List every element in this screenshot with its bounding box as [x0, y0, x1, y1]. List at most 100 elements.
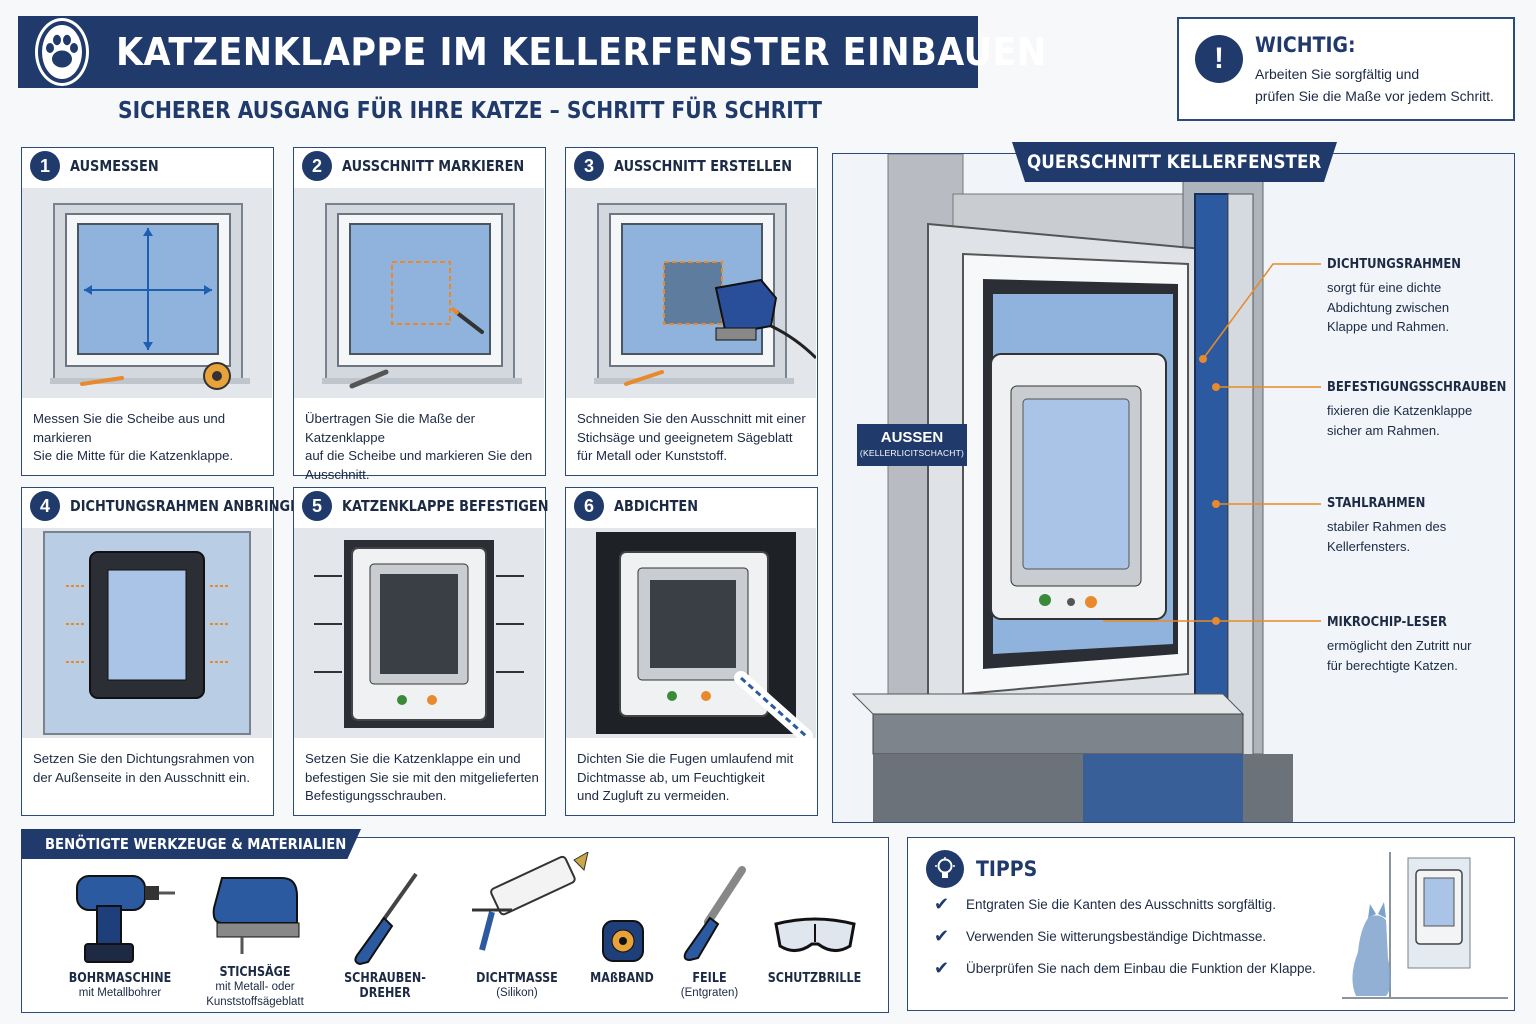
callout-line: fixieren die Katzenklappe — [1327, 403, 1473, 418]
checkmark-icon: ✔ — [934, 926, 950, 946]
callout-line: sicher am Rahmen. — [1327, 422, 1440, 438]
step-number: 2 — [302, 151, 332, 181]
step-title: DICHTUNGSRAHMEN ANBRINGEN — [70, 497, 310, 515]
step-text-line: Übertragen Sie die Maße der Katzenklappe — [305, 411, 476, 445]
cross-section-title: QUERSCHNITT KELLERFENSTER — [1012, 142, 1337, 182]
page-subtitle: SICHERER AUSGANG FÜR IHRE KATZE – SCHRIT… — [118, 98, 822, 124]
exclamation-icon: ! — [1195, 35, 1243, 83]
step-number: 1 — [30, 151, 60, 181]
checkmark-icon: ✔ — [934, 958, 950, 978]
seal-frame-illustration — [22, 528, 272, 738]
tool-sub: mit Metallbohrer — [78, 987, 162, 999]
step-3-card: 3 AUSSCHNITT ERSTELLEN Schneiden Sie den… — [565, 147, 818, 476]
callout-steel-frame: STAHLRAHMEN stabiler Rahmen des Kellerfe… — [1327, 495, 1512, 556]
outside-label-sub: (KELLERLICITSCHACHT) — [859, 448, 965, 458]
callout-screws: BEFESTIGUNGSSCHRAUBEN fixieren die Katze… — [1327, 379, 1512, 440]
tip-text: Entgraten Sie die Kanten des Ausschnitts… — [966, 897, 1276, 912]
step-title: ABDICHTEN — [614, 497, 698, 515]
step-text-line: und Zugluft zu vermeiden. — [577, 788, 730, 803]
tool-jigsaw: STICHSÄGE mit Metall- oder Kunststoffsäg… — [190, 965, 320, 1010]
safety-glasses-icon — [774, 917, 856, 952]
step-text-line: Ausschnitt. — [305, 466, 370, 482]
step-text-line: Dichten Sie die Fugen umlaufend mit — [577, 751, 794, 766]
tip-item: ✔ Entgraten Sie die Kanten des Ausschnit… — [934, 894, 1276, 915]
step-text-line: auf die Scheibe und markieren Sie den — [305, 448, 533, 463]
important-title: WICHTIG: — [1255, 33, 1356, 57]
lightbulb-icon — [926, 850, 964, 888]
tool-name: DREHER — [359, 986, 411, 1001]
paw-icon — [38, 21, 86, 83]
tool-tape-measure: MAßBAND — [582, 971, 662, 986]
screwdriver-icon — [354, 872, 418, 965]
tool-file: FEILE (Entgraten) — [662, 971, 757, 1001]
tool-sealant: DICHTMASSE (Silikon) — [462, 971, 572, 1001]
measure-illustration — [22, 188, 272, 398]
tool-safety-glasses: SCHUTZBRILLE — [757, 971, 872, 986]
callout-line: Klappe und Rahmen. — [1327, 319, 1450, 334]
tip-item: ✔ Verwenden Sie witterungsbeständige Dic… — [934, 926, 1266, 947]
tool-sub: (Silikon) — [496, 987, 538, 999]
step-title: AUSSCHNITT MARKIEREN — [342, 157, 525, 175]
cross-section-title-text: QUERSCHNITT KELLERFENSTER — [1027, 151, 1322, 173]
tool-name: SCHUTZBRILLE — [767, 971, 862, 986]
callout-microchip: MIKROCHIP-LESER ermöglicht den Zutritt n… — [1327, 614, 1512, 675]
callout-line: ermöglicht den Zutritt nur — [1327, 638, 1472, 653]
step-title: AUSSCHNITT ERSTELLEN — [614, 157, 793, 175]
tape-measure-icon — [602, 920, 644, 962]
step-text-line: befestigen Sie sie mit den mitgelieferte… — [305, 769, 539, 785]
title-bar: KATZENKLAPPE IM KELLERFENSTER EINBAUEN — [18, 16, 1046, 88]
step-title: AUSMESSEN — [70, 157, 159, 175]
tools-title: BENÖTIGTE WERKZEUGE & MATERIALIEN — [21, 829, 361, 859]
jigsaw-icon — [212, 877, 300, 954]
tool-name: STICHSÄGE — [219, 965, 291, 980]
step-number: 6 — [574, 491, 604, 521]
callout-line: Kellerfensters. — [1327, 538, 1411, 554]
cross-section-illustration — [833, 154, 1514, 822]
step-text-line: Schneiden Sie den Ausschnitt mit einer — [577, 411, 806, 426]
step-number: 4 — [30, 491, 60, 521]
tool-name: FEILE — [692, 971, 727, 986]
outside-label-title: AUSSEN — [880, 429, 944, 446]
step-text-line: der Außenseite in den Ausschnitt ein. — [33, 769, 250, 785]
step-6-card: 6 ABDICHTEN Dichten Sie die Fugen umlauf… — [565, 487, 818, 816]
important-line: prüfen Sie die Maße vor jedem Schritt. — [1255, 88, 1494, 104]
callout-title: BEFESTIGUNGSSCHRAUBEN — [1327, 379, 1507, 395]
callout-line: für berechtigte Katzen. — [1327, 657, 1458, 673]
step-1-card: 1 AUSMESSEN Messen Sie die Scheibe aus u… — [21, 147, 274, 476]
tool-name: MAßBAND — [590, 971, 654, 986]
tip-item: ✔ Überprüfen Sie nach dem Einbau die Fun… — [934, 958, 1316, 979]
tool-name: BOHRMASCHINE — [68, 971, 172, 986]
callout-title: DICHTUNGSRAHMEN — [1327, 256, 1461, 272]
step-text-line: Setzen Sie die Katzenklappe ein und — [305, 751, 521, 766]
callout-line: stabiler Rahmen des — [1327, 519, 1447, 534]
outside-label: AUSSEN (KELLERLICITSCHACHT) — [857, 424, 967, 466]
tool-name: SCHRAUBEN- — [344, 971, 426, 986]
step-text-line: Messen Sie die Scheibe aus und markieren — [33, 411, 226, 445]
tool-drill: BOHRMASCHINE mit Metallbohrer — [50, 971, 190, 1001]
tool-sub: (Entgraten) — [680, 987, 739, 999]
callout-seal-frame: DICHTUNGSRAHMEN sorgt für eine dichte Ab… — [1327, 256, 1512, 337]
important-note: ! WICHTIG: Arbeiten Sie sorgfältig und p… — [1177, 17, 1515, 121]
step-text-line: Dichtmasse ab, um Feuchtigkeit — [577, 769, 765, 785]
tools-title-text: BENÖTIGTE WERKZEUGE & MATERIALIEN — [45, 835, 347, 853]
drill-icon — [76, 875, 175, 963]
step-text-line: Setzen Sie den Dichtungsrahmen von — [33, 751, 255, 766]
tools-panel: BOHRMASCHINE mit Metallbohrer STICHSÄGE … — [21, 837, 889, 1013]
callout-title: MIKROCHIP-LESER — [1327, 614, 1447, 630]
important-line: Arbeiten Sie sorgfältig und — [1255, 66, 1420, 82]
tool-name: DICHTMASSE — [476, 971, 558, 986]
step-text-line: Stichsäge und geeignetem Sägeblatt — [577, 429, 793, 445]
tip-text: Überprüfen Sie nach dem Einbau die Funkt… — [966, 961, 1316, 976]
cross-section-panel — [832, 153, 1515, 823]
checkmark-icon: ✔ — [934, 894, 950, 914]
step-number: 5 — [302, 491, 332, 521]
tool-sub: mit Metall- oder Kunststoffsägeblatt — [206, 981, 304, 1008]
step-text-line: für Metall oder Kunststoff. — [577, 448, 728, 463]
caulk-gun-icon — [472, 852, 589, 951]
step-number: 3 — [574, 151, 604, 181]
cut-cutout-illustration — [566, 188, 816, 398]
tips-panel: TIPPS ✔ Entgraten Sie die Kanten des Aus… — [907, 837, 1515, 1011]
tip-text: Verwenden Sie witterungsbeständige Dicht… — [966, 929, 1267, 944]
fasten-flap-illustration — [294, 528, 544, 738]
step-title: KATZENKLAPPE BEFESTIGEN — [342, 497, 549, 515]
